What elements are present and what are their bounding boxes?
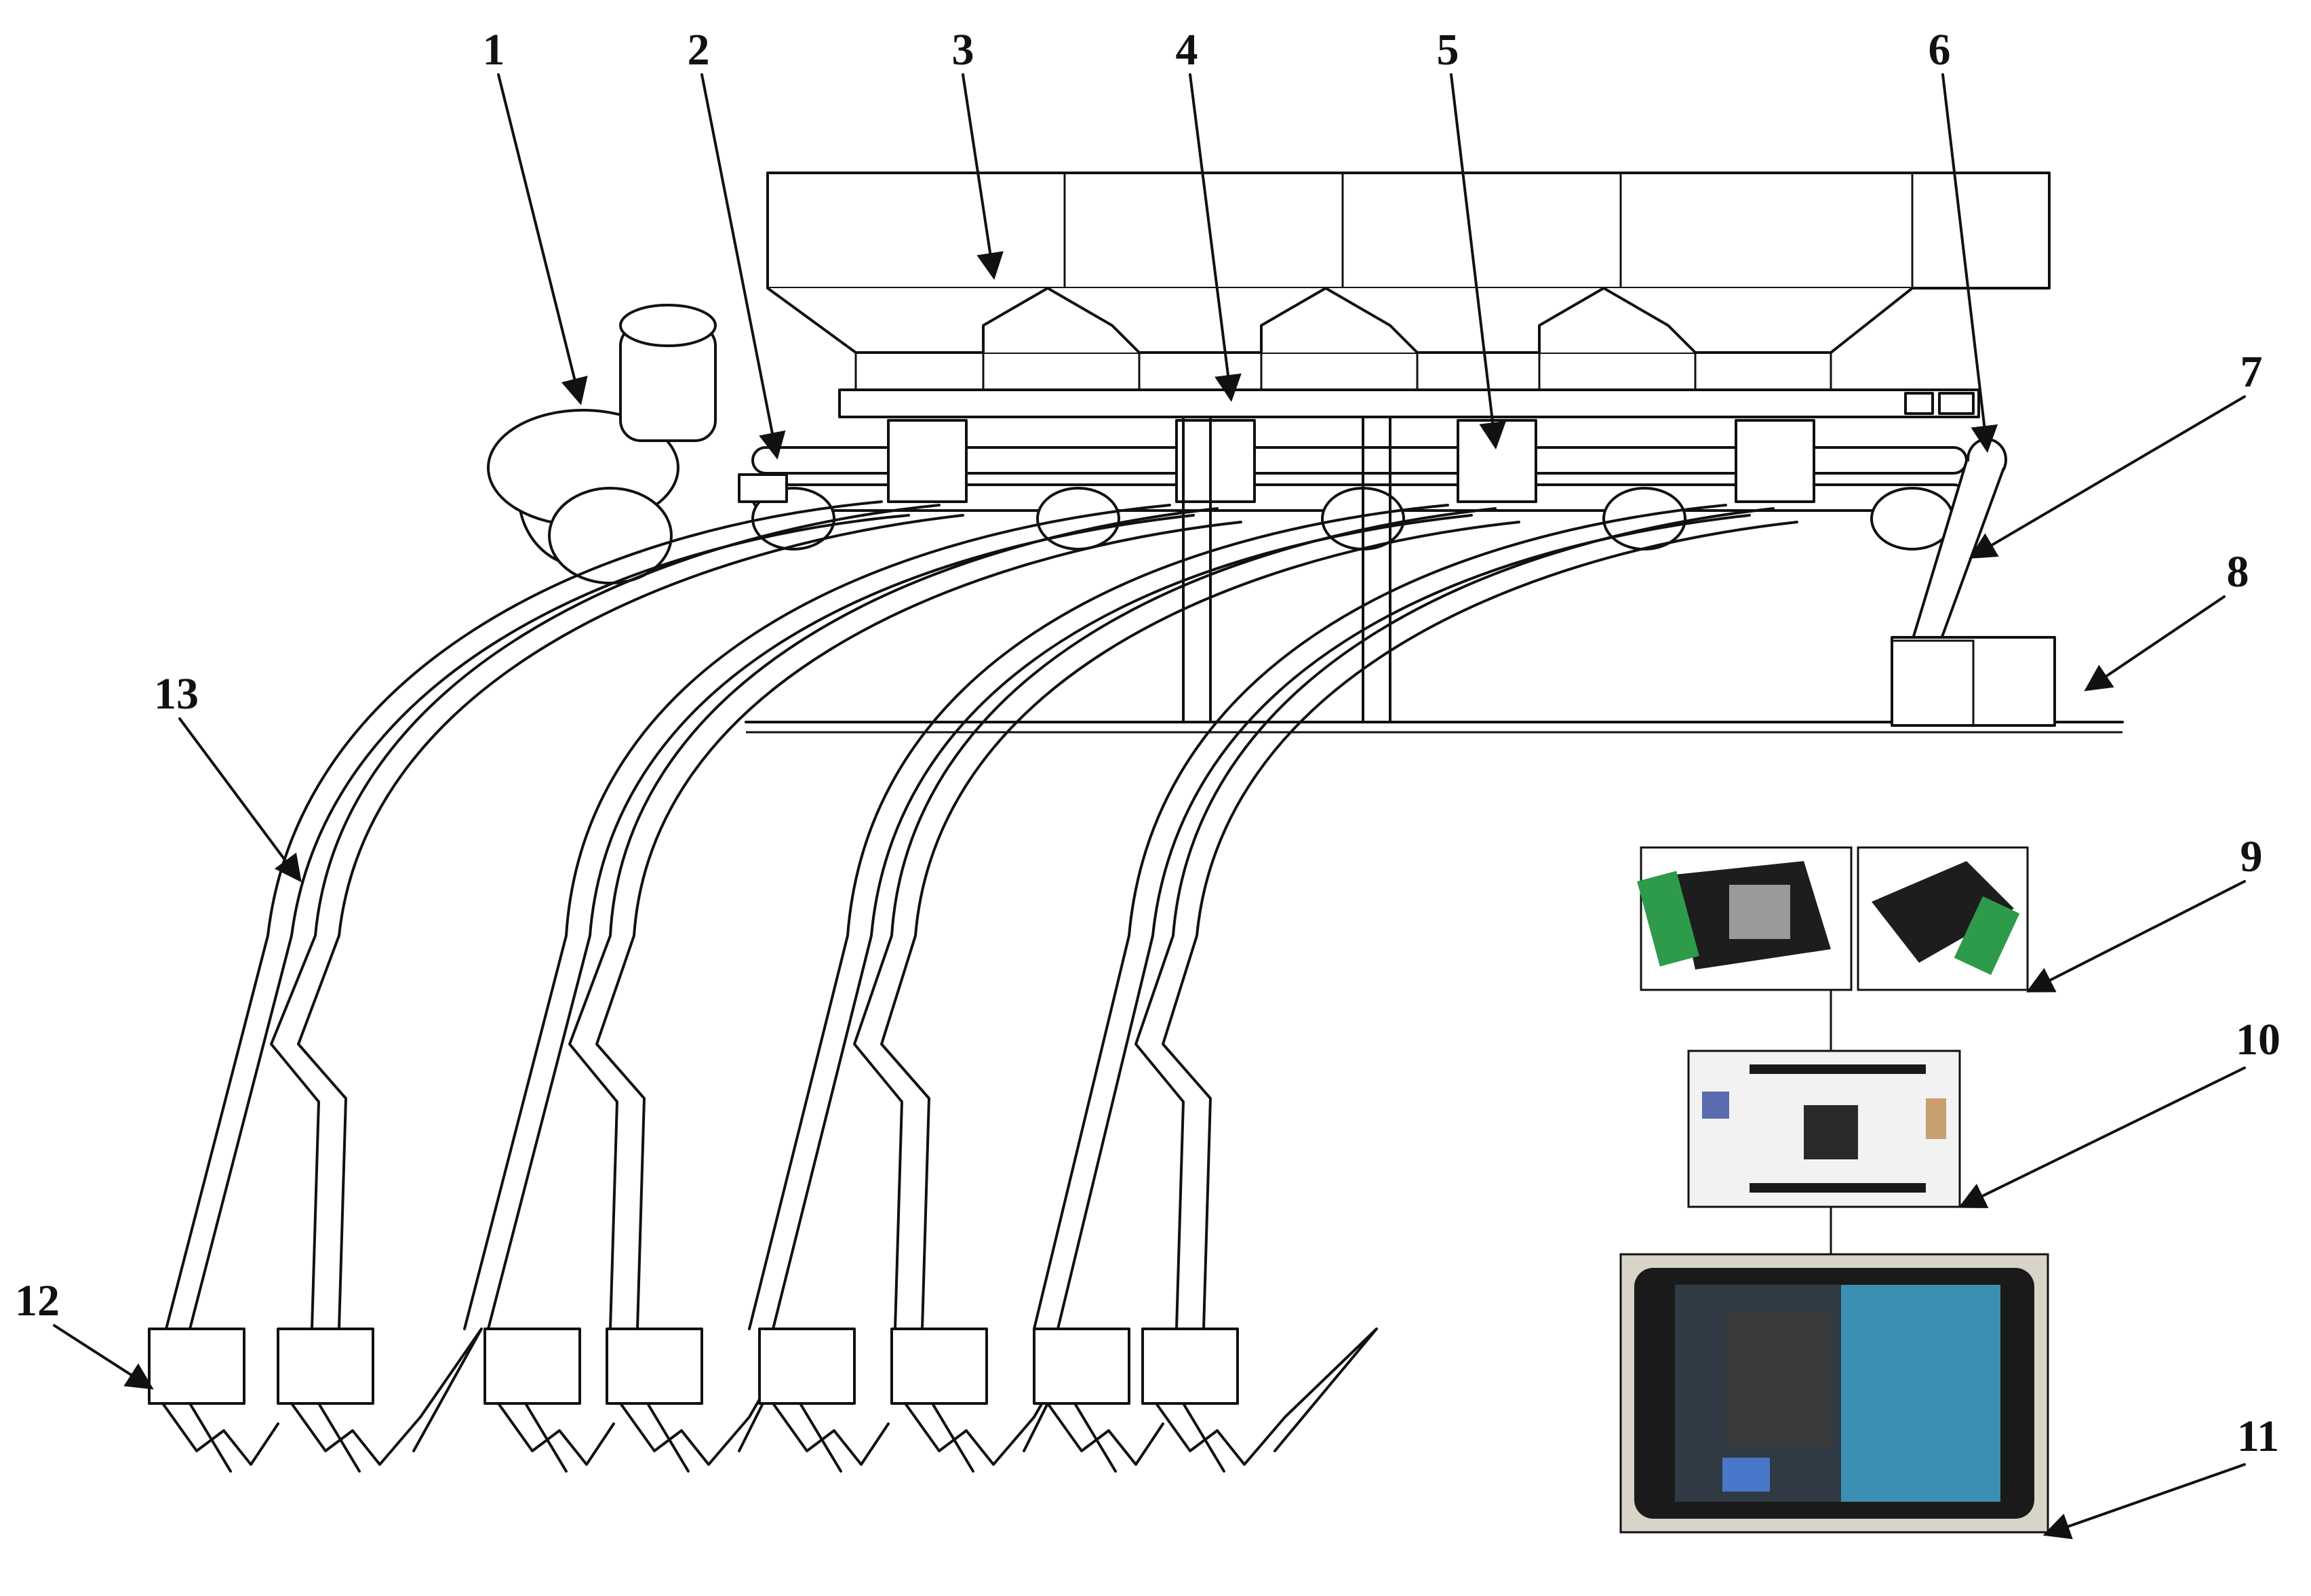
- openers: [148, 1328, 1378, 1473]
- callout-9: 9: [2240, 832, 2263, 881]
- fan: [487, 304, 788, 584]
- opener-5: [758, 1328, 890, 1473]
- callout-labels: 1 2 3 4 5 6 7 8 9 10 11 12 13: [15, 25, 2280, 1461]
- callout-3: 3: [952, 25, 974, 75]
- opener-1: [148, 1328, 279, 1473]
- leader-lines: [53, 73, 2246, 1540]
- callout-8: 8: [2227, 547, 2249, 597]
- opener-2: [277, 1328, 483, 1473]
- callout-6: 6: [1929, 25, 1951, 75]
- opener-3: [483, 1328, 615, 1473]
- tablet-terminal: [1619, 1253, 2049, 1534]
- callout-2: 2: [688, 25, 710, 75]
- callout-5: 5: [1437, 25, 1459, 75]
- motor-driver-boards: [1637, 846, 2029, 1051]
- metering-devices: [751, 419, 1954, 551]
- frame-plate: [838, 388, 1980, 418]
- drive-motor: [1891, 636, 2056, 727]
- callout-12: 12: [15, 1276, 60, 1325]
- delivery-tubes: [165, 500, 1798, 1330]
- opener-8: [1141, 1328, 1378, 1473]
- hopper: [766, 172, 2051, 390]
- opener-7: [1033, 1328, 1164, 1473]
- callout-13: 13: [154, 669, 199, 719]
- opener-4: [606, 1328, 802, 1473]
- mcu-board: [1687, 1050, 1961, 1254]
- callout-1: 1: [483, 25, 505, 75]
- callout-7: 7: [2240, 347, 2263, 397]
- callout-10: 10: [2236, 1015, 2280, 1064]
- callout-4: 4: [1176, 25, 1198, 75]
- callout-11: 11: [2237, 1412, 2279, 1461]
